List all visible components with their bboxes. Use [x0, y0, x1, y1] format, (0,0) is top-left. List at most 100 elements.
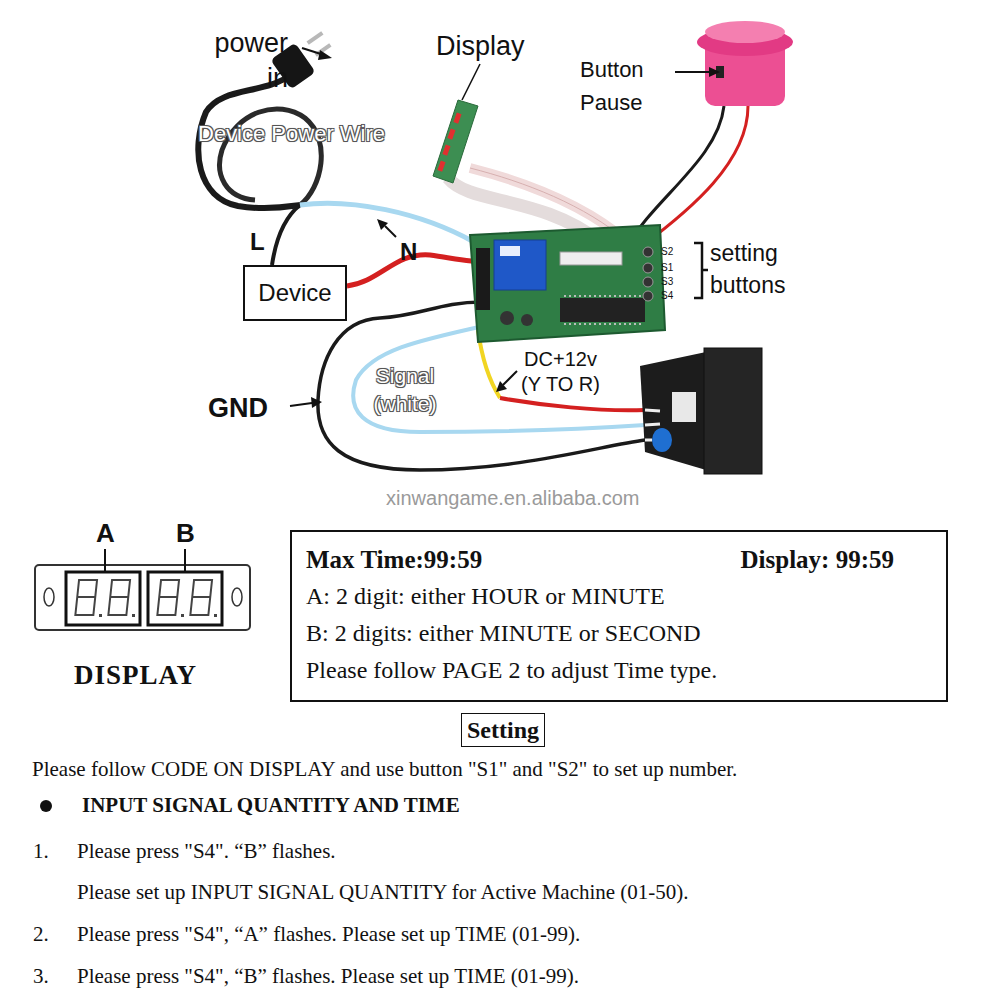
control-board: [470, 225, 665, 342]
display-module: [433, 100, 478, 183]
step-number: 3.: [33, 964, 49, 989]
watermark: xinwangame.en.alibaba.com: [386, 486, 640, 510]
wire-label: L: [250, 228, 265, 257]
part-label: Display: [436, 30, 525, 62]
info-heading: Max Time:99:59: [306, 541, 482, 578]
wire-label: N: [400, 238, 417, 267]
leader-arrow: [290, 403, 312, 406]
control-board: [560, 252, 622, 265]
control-board: [494, 240, 546, 290]
display-module: [447, 129, 455, 140]
control-board: [500, 246, 520, 256]
button-name: S4: [661, 290, 673, 302]
wire-label: Device Power Wire: [198, 121, 385, 147]
info-box: Max Time:99:59 Display: 99:59A: 2 digit: …: [290, 530, 948, 702]
bullet: [40, 800, 52, 812]
box-text: Device: [258, 279, 331, 307]
display-drawing: [214, 614, 217, 617]
part-label: Button Pause: [580, 53, 646, 119]
heading-text: Setting: [467, 716, 539, 744]
coin-acceptor: [640, 352, 706, 470]
dc-wire: [478, 330, 645, 410]
control-board: [560, 298, 645, 322]
step-number: 1.: [33, 839, 49, 864]
bracket: [694, 243, 708, 298]
display-drawing: [35, 549, 250, 630]
control-board: [643, 291, 653, 301]
display-drawing: [132, 614, 135, 617]
display-drawing: [75, 580, 212, 615]
display-module: [437, 161, 445, 172]
heading-box: Setting: [461, 713, 545, 747]
display-module: [453, 113, 461, 124]
bracket: [694, 243, 708, 298]
leader-arrow: [311, 397, 322, 408]
control-board: [643, 247, 653, 257]
coin-acceptor: [652, 428, 672, 452]
leader-arrow: [290, 48, 720, 408]
info-text: B: 2 digits: either MINUTE or SECOND: [306, 615, 894, 652]
info-text: A: 2 digit: either HOUR or MINUTE: [306, 578, 894, 615]
control-board: [521, 314, 533, 326]
display-drawing: [99, 614, 102, 617]
instruction-text: Please set up INPUT SIGNAL QUANTITY for …: [77, 880, 689, 905]
leader-arrow: [503, 371, 517, 385]
display-drawing: [184, 549, 186, 571]
device-box: Device: [243, 265, 347, 321]
digit-group-label: B: [176, 518, 195, 549]
display-drawing: [232, 588, 242, 606]
pause-button: [705, 21, 785, 43]
display-drawing: [104, 549, 106, 571]
display-module: [433, 64, 480, 183]
info-heading: Display: 99:59: [741, 541, 894, 578]
display-drawing: [108, 580, 130, 615]
info-text: Please follow PAGE 2 to adjust Time type…: [306, 652, 894, 689]
leader-arrow: [318, 50, 332, 60]
wire-label: GND: [208, 392, 268, 424]
coin-acceptor: [672, 392, 696, 422]
control-board: [476, 248, 490, 310]
step-number: 2.: [33, 922, 49, 947]
display-module: [462, 64, 480, 100]
dc-wire: [500, 398, 645, 410]
neutral-wire: [300, 203, 474, 242]
power-cable: [272, 205, 300, 265]
wire-label: DC+12v (Y TO R): [520, 347, 601, 397]
wire-label: Signal (white): [372, 362, 438, 419]
leader-arrow: [709, 67, 720, 77]
pause-button: [697, 21, 793, 106]
button-name: S3: [661, 276, 673, 288]
display-drawing: [157, 580, 179, 615]
leader-arrow: [385, 226, 396, 237]
instruction-text: Please press "S4", “B” flashes. Please s…: [77, 964, 579, 989]
power-cable: [198, 74, 321, 265]
control-board: [500, 311, 514, 325]
figure-caption: DISPLAY: [74, 659, 197, 691]
coin-acceptor: [704, 348, 762, 474]
control-board: [564, 295, 641, 297]
bullet: [40, 800, 52, 812]
part-label: setting buttons: [710, 237, 788, 301]
display-drawing: [44, 588, 54, 606]
part-label: power in: [212, 26, 288, 96]
instruction-text: Please press "S4". “B” flashes.: [77, 839, 336, 864]
button-name: S2: [661, 246, 673, 258]
section-heading: INPUT SIGNAL QUANTITY AND TIME: [82, 793, 460, 818]
neutral-wire: [300, 203, 474, 242]
display-drawing: [35, 565, 250, 630]
coin-acceptor: [640, 348, 762, 474]
button-name: S1: [661, 262, 673, 274]
display-module: [442, 145, 450, 156]
display-drawing: [75, 580, 97, 615]
control-board: [643, 277, 653, 287]
digit-group-label: A: [96, 518, 115, 549]
control-board: [564, 323, 641, 325]
leader-arrow: [496, 381, 507, 392]
instruction-text: Please follow CODE ON DISPLAY and use bu…: [32, 757, 737, 782]
display-drawing: [181, 614, 184, 617]
display-drawing: [66, 572, 140, 625]
instruction-text: Please press "S4", “A” flashes. Please s…: [77, 922, 580, 947]
coin-acceptor: [645, 410, 660, 440]
control-board: [643, 263, 653, 273]
